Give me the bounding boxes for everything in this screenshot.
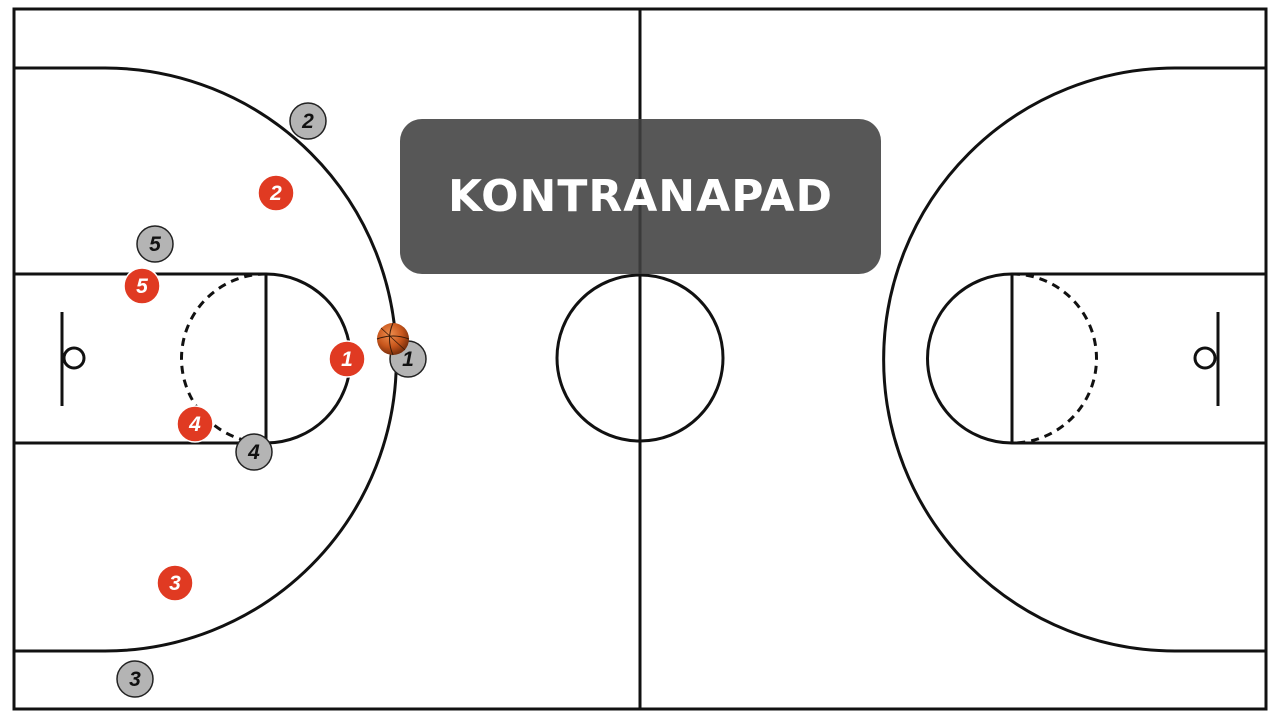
offense-player-5-number: 5 (136, 275, 148, 298)
title-banner: KONTRANAPAD (400, 119, 881, 274)
diagram-title: KONTRANAPAD (448, 171, 833, 222)
defense-player-1-number: 1 (402, 348, 414, 371)
offense-player-1: 1 (328, 340, 366, 378)
defense-player-4-number: 4 (247, 441, 260, 464)
left-free-throw-circle-dashed (180, 272, 267, 445)
offense-player-1-number: 1 (341, 348, 353, 371)
defense-player-2: 2 (289, 102, 327, 140)
offense-player-3-number: 3 (169, 572, 181, 595)
basketball-icon (376, 322, 410, 356)
offense-player-4: 4 (176, 405, 214, 443)
right-free-throw-circle-solid (926, 272, 1013, 445)
defense-player-2-number: 2 (301, 110, 314, 133)
offense-player-2: 2 (257, 174, 295, 212)
center-circle (555, 273, 725, 443)
offense-player-5: 5 (123, 267, 161, 305)
offense-player-3: 3 (156, 564, 194, 602)
right-three-point-line (882, 66, 1266, 653)
right-free-throw-circle-dashed (1011, 272, 1098, 445)
defense-player-5-number: 5 (149, 233, 161, 256)
left-hoop (62, 346, 86, 370)
offense-player-4-number: 4 (188, 413, 201, 436)
defense-player-4: 4 (235, 433, 273, 471)
defense-player-3: 3 (116, 660, 154, 698)
right-hoop (1193, 346, 1217, 370)
defense-player-3-number: 3 (129, 668, 141, 691)
offense-player-2-number: 2 (269, 182, 282, 205)
defense-player-5: 5 (136, 225, 174, 263)
